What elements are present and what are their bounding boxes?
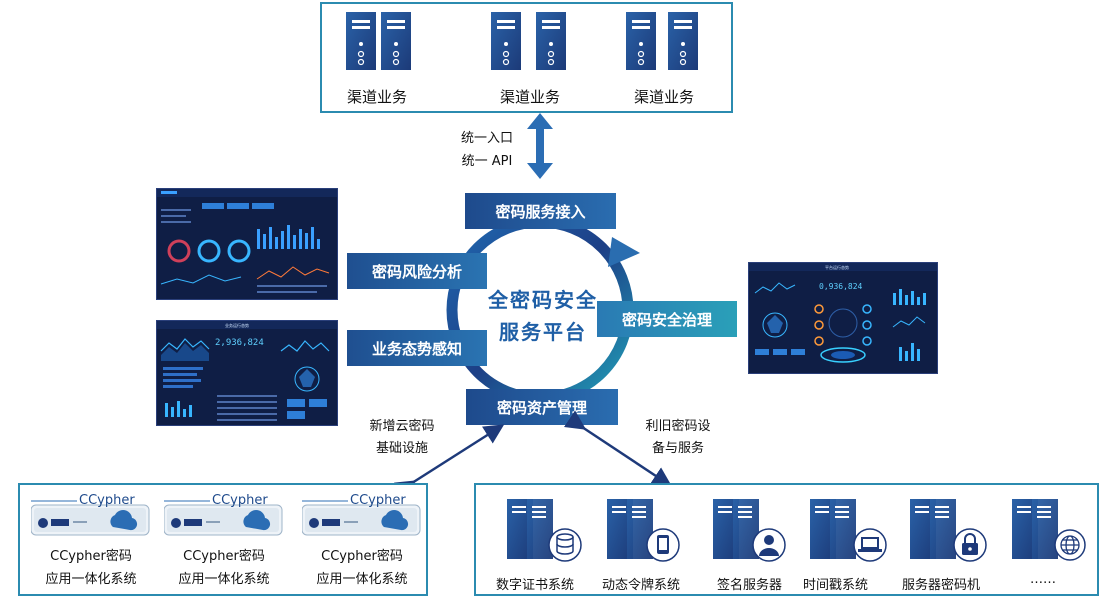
device-label: …… [1030,572,1056,587]
dashboard-counter: 0,936,824 [819,282,863,291]
timestamp-server-icon [810,499,887,562]
business-situation-awareness[interactable]: 业务态势感知 [347,330,487,366]
device-label: 动态令牌系统 [602,578,681,593]
device-label: 服务器密码机 [902,578,981,593]
platform-operation-dashboard: 平台运行态势 0,936,824 [748,262,938,374]
globe-icon [1060,535,1080,555]
ccypher-brand: CCypher [350,493,406,508]
ccypher-label-1: CCypher密码 [50,549,132,564]
api-label-1: 统一入口 [460,131,513,146]
lock-icon [962,533,978,555]
crypto-service-access[interactable]: 密码服务接入 [465,193,616,229]
platform-title-2: 服务平台 [499,320,587,344]
dashboard-counter: 2,936,824 [215,338,264,348]
device-label: 时间戳系统 [803,578,869,593]
laptop-icon [858,537,882,552]
reuse-devices-label-2: 备与服务 [651,441,704,456]
api-label-2: 统一 API [461,154,513,169]
other-server-icon [1012,499,1086,561]
user-icon [759,535,779,556]
ccypher-appliance: CCypher [163,493,284,538]
device-label: 数字证书系统 [496,578,575,593]
ccypher-label-1: CCypher密码 [321,549,403,564]
signature-server-icon [713,499,786,562]
crypto-security-governance[interactable]: 密码安全治理 [597,301,737,337]
ccypher-label-1: CCypher密码 [183,549,265,564]
bidirectional-arrow [527,113,553,179]
server-icon [381,12,411,70]
ccypher-brand: CCypher [79,493,135,508]
crypto-asset-management[interactable]: 密码资产管理 [466,389,618,425]
dashboard-title: 业务运行态势 [225,322,249,328]
channel-business-label: 渠道业务 [347,88,408,106]
ccypher-label-2: 应用一体化系统 [178,572,270,587]
channel-business-label: 渠道业务 [634,88,695,106]
token-server-icon [607,499,680,562]
business-situation-dashboard: 业务运行态势 2,936,824 [156,320,338,426]
ccypher-label-2: 应用一体化系统 [45,572,137,587]
device-label: 签名服务器 [717,578,783,593]
dashboard-chart: 业务运行态势 2,936,824 [157,321,337,421]
platform-title-1: 全密码安全 [488,288,598,312]
crypto-risk-analysis[interactable]: 密码风险分析 [347,253,487,289]
channel-business-label: 渠道业务 [500,88,561,106]
ccypher-appliance: CCypher [30,493,151,538]
risk-dashboard-screenshot [156,188,338,300]
hsm-server-icon [910,499,987,562]
server-icon [668,12,698,70]
certificate-server-icon [507,499,582,562]
ccypher-box [18,483,428,596]
dashboard-title: 平台运行态势 [825,264,849,270]
new-cloud-infra-label-1: 新增云密码 [369,419,435,434]
reuse-devices-label-1: 利旧密码设 [645,419,711,434]
new-cloud-infra-label-2: 基础设施 [375,441,428,456]
ccypher-brand: CCypher [212,493,268,508]
ccypher-label-2: 应用一体化系统 [316,572,408,587]
server-icon [491,12,521,70]
server-icon [626,12,656,70]
dashboard-chart: 平台运行态势 0,936,824 [749,263,937,363]
server-icon [346,12,376,70]
database-icon [556,533,574,555]
ccypher-appliance: CCypher [301,493,422,538]
dashboard-chart [157,189,337,293]
server-icon [536,12,566,70]
